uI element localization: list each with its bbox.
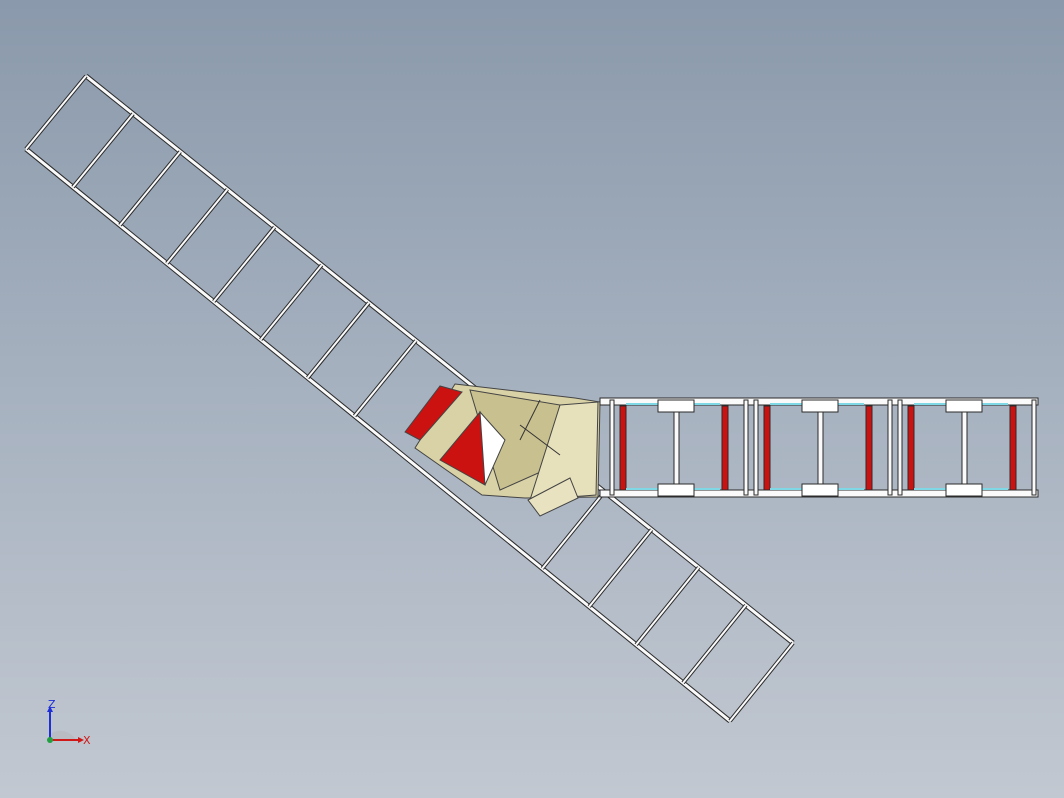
section-post	[887, 399, 893, 496]
section-roller	[865, 405, 873, 491]
conveyor-rung	[588, 528, 653, 608]
hopper-red-panel-left	[404, 385, 463, 441]
bearing-block	[657, 399, 695, 413]
section-roller	[1009, 405, 1017, 491]
conveyor-rung	[541, 491, 606, 570]
horizontal-conveyor-sections	[609, 399, 1037, 497]
conveyor-rung	[729, 642, 794, 722]
conveyor-rung	[682, 604, 747, 684]
diagonal-conveyor-rungs	[24, 74, 795, 723]
triad-graphic	[47, 706, 84, 743]
conveyor-rung	[635, 566, 700, 646]
triad-x-label: X	[83, 734, 91, 747]
section-post	[897, 399, 903, 496]
conveyor-rung	[306, 302, 370, 379]
section-center-strut	[817, 407, 824, 489]
bearing-block	[945, 399, 983, 413]
section-roller	[619, 405, 627, 491]
conveyor-rung	[72, 113, 134, 188]
conveyor-rung	[25, 75, 87, 150]
hopper-chute	[529, 401, 599, 501]
section-post	[1031, 399, 1037, 496]
conveyor-rung	[119, 150, 182, 226]
coordinate-triad: Z X	[38, 696, 98, 766]
horizontal-conveyor[interactable]	[599, 397, 1039, 498]
bearing-block	[801, 399, 839, 413]
conveyor-rung	[166, 188, 229, 265]
section-roller	[907, 405, 915, 491]
transfer-hopper[interactable]	[404, 383, 601, 517]
diagonal-conveyor[interactable]	[24, 74, 795, 723]
hopper-white-panel	[479, 410, 506, 486]
conveyor-rung	[259, 264, 323, 341]
section-center-strut	[961, 407, 968, 489]
hopper-chute-front	[527, 477, 579, 517]
section-post	[609, 399, 615, 496]
section-post	[753, 399, 759, 496]
section-center-strut	[673, 407, 680, 489]
section-post	[743, 399, 749, 496]
bearing-block	[657, 483, 695, 497]
bearing-block	[801, 483, 839, 497]
conveyor-rung	[212, 226, 276, 303]
triad-z-label: Z	[48, 698, 56, 711]
section-roller	[721, 405, 729, 491]
conveyor-rung	[353, 339, 417, 417]
section-roller	[763, 405, 771, 491]
bearing-block	[945, 483, 983, 497]
